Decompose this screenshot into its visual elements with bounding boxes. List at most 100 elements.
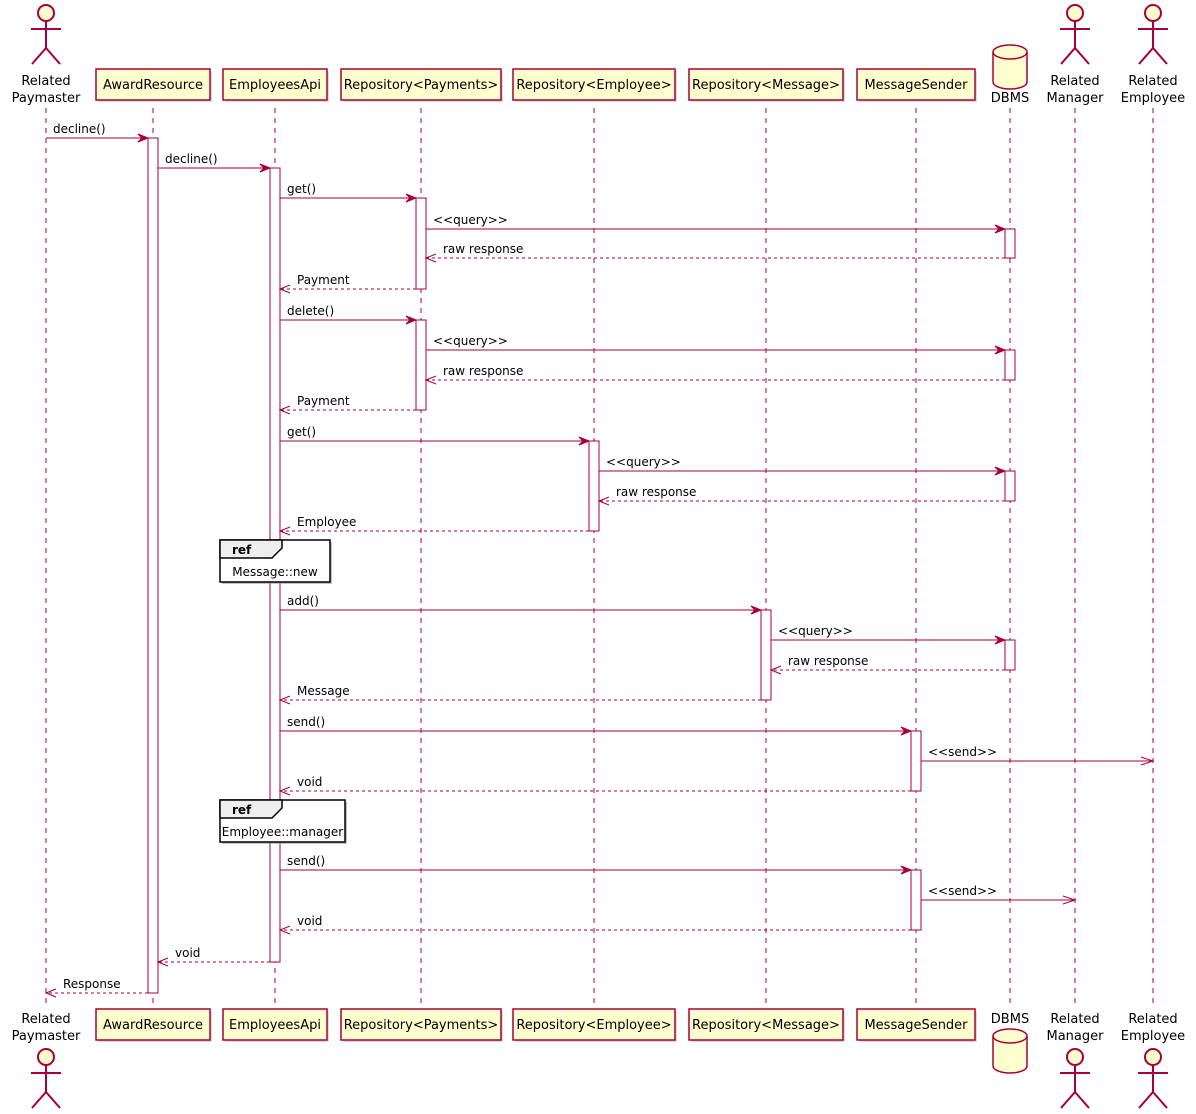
activation-bar	[415, 197, 427, 290]
message-label: decline()	[53, 122, 106, 136]
activation-bar	[910, 869, 922, 931]
participant-label: MessageSender	[864, 1018, 968, 1033]
arrow-head	[994, 635, 1007, 645]
message-return: Response	[44, 977, 148, 998]
participant-label: Repository<Payments>	[344, 78, 499, 93]
message-label: raw response	[443, 364, 523, 378]
message-call: send()	[280, 715, 913, 736]
participant-label: Manager	[1047, 1029, 1105, 1044]
participant-repomsg-bottom: Repository<Message>	[688, 1008, 845, 1042]
ref-text: Employee::manager	[222, 825, 344, 839]
activation-bar	[415, 319, 427, 411]
arrow-head	[278, 405, 291, 415]
message-async: <<send>>	[921, 745, 1155, 766]
lifelines	[45, 108, 1154, 1008]
arrow-head	[156, 957, 169, 967]
participant-dbms-bottom: DBMS	[991, 1012, 1029, 1074]
participant-award-top: AwardResource	[95, 68, 212, 102]
arrow-head	[424, 375, 437, 385]
arrow-head	[994, 466, 1007, 476]
message-return: raw response	[424, 242, 1005, 263]
message-label: get()	[287, 182, 316, 196]
message-label: <<query>>	[606, 455, 681, 469]
arrow-head	[1140, 756, 1155, 766]
participant-label: EmployeesApi	[229, 1018, 321, 1033]
arrow-head	[900, 865, 913, 875]
participant-label: Paymaster	[12, 91, 81, 106]
message-label: raw response	[788, 654, 868, 668]
message-label: <<send>>	[928, 884, 997, 898]
participant-label: DBMS	[991, 91, 1029, 106]
message-label: <<query>>	[778, 624, 853, 638]
participant-label: Repository<Payments>	[344, 1018, 499, 1033]
participant-dbms-top: DBMS	[991, 44, 1029, 106]
participant-label: MessageSender	[864, 78, 968, 93]
participant-label: Related	[1050, 74, 1099, 89]
message-return: raw response	[424, 364, 1005, 385]
participant-sender-bottom: MessageSender	[856, 1008, 977, 1042]
message-label: <<send>>	[928, 745, 997, 759]
message-label: decline()	[165, 152, 218, 166]
message-call: get()	[280, 182, 418, 203]
message-label: void	[175, 946, 200, 960]
message-label: add()	[287, 594, 319, 608]
arrow-head	[578, 436, 591, 446]
message-call: <<query>>	[599, 455, 1007, 476]
activation-bar	[147, 137, 159, 994]
activation-bar	[588, 440, 600, 532]
participant-label: EmployeesApi	[229, 78, 321, 93]
arrow-head	[769, 665, 782, 675]
participant-label: Related	[1128, 74, 1177, 89]
activation-bar	[1004, 349, 1016, 381]
message-call: decline()	[46, 122, 150, 143]
message-call: delete()	[280, 304, 418, 325]
message-label: send()	[287, 854, 325, 868]
message-call: <<query>>	[771, 624, 1007, 645]
arrow-head	[278, 284, 291, 294]
arrow-head	[405, 193, 418, 203]
activation-bar	[910, 730, 922, 792]
message-call: get()	[280, 425, 591, 446]
participant-sender-top: MessageSender	[856, 68, 977, 102]
participant-label: Related	[1050, 1012, 1099, 1027]
participant-empapi-top: EmployeesApi	[222, 68, 329, 102]
arrow-head	[278, 526, 291, 536]
message-label: <<query>>	[433, 213, 508, 227]
ref-text: Message::new	[232, 565, 318, 579]
ref-tag: ref	[232, 803, 252, 817]
message-async: <<send>>	[921, 884, 1077, 905]
message-call: add()	[280, 594, 763, 615]
message-return: raw response	[769, 654, 1005, 675]
arrow-head	[137, 133, 150, 143]
message-label: Message	[297, 684, 350, 698]
participant-repoemp-bottom: Repository<Employee>	[512, 1008, 677, 1042]
arrow-head	[424, 253, 437, 263]
activation-bar	[1004, 228, 1016, 259]
arrow-head	[278, 925, 291, 935]
participant-repopay-bottom: Repository<Payments>	[340, 1008, 503, 1042]
participant-label: AwardResource	[103, 78, 203, 93]
message-return: void	[278, 775, 911, 796]
message-return: void	[278, 914, 911, 935]
arrow-head	[278, 695, 291, 705]
message-return: Payment	[278, 394, 416, 415]
messages: decline() decline() get() <<query>> raw resp…	[44, 122, 1155, 998]
participant-label: Repository<Employee>	[516, 1018, 671, 1033]
participant-label: Paymaster	[12, 1029, 81, 1044]
participant-label: Related	[21, 1012, 70, 1027]
participant-repopay-top: Repository<Payments>	[340, 68, 503, 102]
arrow-head	[750, 605, 763, 615]
participant-label: Manager	[1047, 91, 1105, 106]
arrow-head	[994, 345, 1007, 355]
message-call: send()	[280, 854, 913, 875]
participant-label: Repository<Message>	[692, 78, 840, 93]
arrow-head	[1062, 895, 1077, 905]
message-label: <<query>>	[433, 334, 508, 348]
